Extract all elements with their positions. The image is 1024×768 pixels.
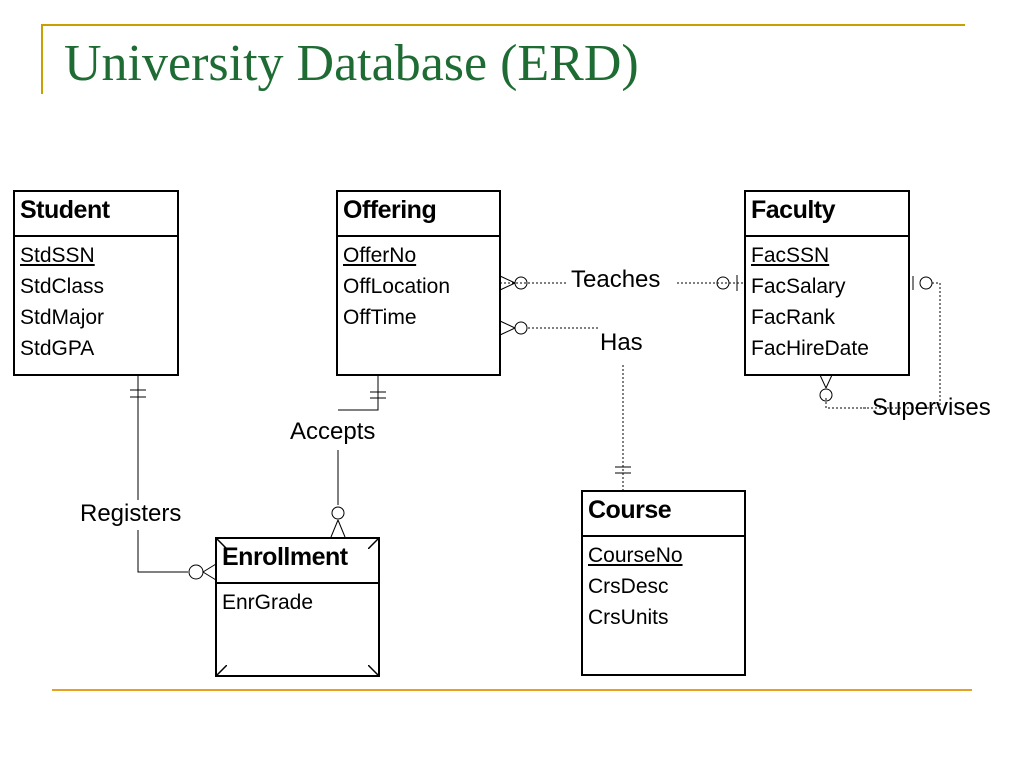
rel-label-accepts: Accepts [290,418,376,445]
slide-title: University Database (ERD) [64,35,639,92]
attribute-list: OfferNo OffLocation OffTime [338,237,499,333]
attribute-primary-key: CourseNo [588,544,683,567]
attribute: StdMajor [20,306,105,329]
attribute-primary-key: FacSSN [751,244,830,267]
registers-line-bottom [137,530,188,573]
attribute-list: FacSSN FacSalary FacRank FacHireDate [746,237,908,364]
attribute-primary-key: OfferNo [343,244,417,267]
entity-course: Course CourseNo CrsDesc CrsUnits [581,490,746,676]
has-crowfoot-offering [499,320,528,336]
entity-name: Student [15,192,177,237]
supervises-line [825,282,941,409]
entity-name: Course [583,492,744,537]
teaches-crowfoot-offering [499,275,528,291]
supervises-crowfoot-end [819,374,833,402]
has-one-course [615,466,631,474]
entity-enrollment: Enrollment EnrGrade [215,537,380,677]
supervises-one-end [912,276,933,290]
attribute-list: EnrGrade [217,584,378,618]
rel-label-supervises: Supervises [872,394,991,421]
rel-label-teaches: Teaches [571,266,661,293]
attribute: CrsDesc [588,575,669,598]
attribute: StdClass [20,275,105,298]
weak-entity-corner [368,537,380,549]
attribute-primary-key: StdSSN [20,244,95,267]
entity-offering: Offering OfferNo OffLocation OffTime [336,190,501,376]
attribute-list: StdSSN StdClass StdMajor StdGPA [15,237,177,364]
entity-student: Student StdSSN StdClass StdMajor StdGPA [13,190,179,376]
weak-entity-corner [368,665,380,677]
attribute: StdGPA [20,337,95,360]
attribute-list: CourseNo CrsDesc CrsUnits [583,537,744,633]
entity-faculty: Faculty FacSSN FacSalary FacRank FacHire… [744,190,910,376]
weak-entity-corner [215,665,227,677]
registers-crowfoot-enrollment [188,563,217,581]
attribute: FacSalary [751,275,846,298]
accepts-line [338,375,379,411]
accepts-crowfoot-enrollment [330,506,346,538]
entity-name: Offering [338,192,499,237]
entity-name: Enrollment [217,539,378,584]
attribute: FacHireDate [751,337,869,360]
teaches-one-faculty [716,275,738,291]
rel-label-registers: Registers [80,500,182,527]
attribute: EnrGrade [222,591,314,614]
rel-label-has: Has [600,329,643,356]
accent-line-vertical [41,24,43,94]
attribute: CrsUnits [588,606,669,629]
weak-entity-corner [215,537,227,549]
attribute: FacRank [751,306,836,329]
attribute: OffLocation [343,275,451,298]
entity-name: Faculty [746,192,908,237]
registers-one-student [130,389,146,398]
attribute: OffTime [343,306,417,329]
accepts-one-offering [370,391,386,399]
accent-line-bottom [52,689,972,691]
accent-line-top [41,24,965,26]
